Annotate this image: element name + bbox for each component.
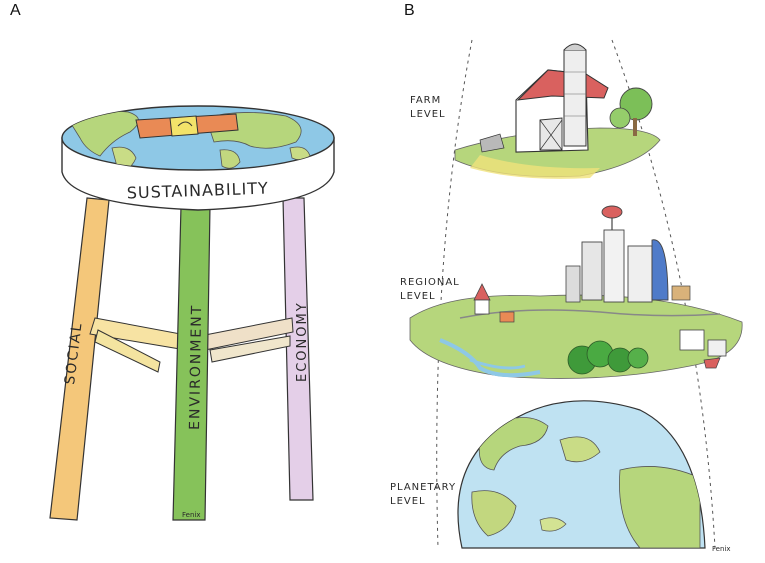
cone-line-left	[436, 39, 473, 549]
stool-rail-back	[209, 335, 291, 363]
panel-a-signature: Fenix	[182, 511, 200, 519]
social-leg-label: SOCIAL	[62, 321, 86, 386]
planet-earth-icon	[457, 400, 706, 549]
environment-leg-label: ENVIRONMENT	[187, 304, 205, 430]
social-leg	[49, 197, 110, 521]
panel-b-label: B	[404, 2, 415, 19]
church-icon	[473, 283, 491, 301]
farm-level-scene	[454, 43, 661, 179]
tower-icon	[601, 205, 623, 219]
sustainability-stool: SUSTAINABILITY SOCIAL ENVIRONMENT ECONOM…	[49, 105, 335, 521]
silo-icon	[563, 49, 587, 147]
forest-icon	[567, 340, 649, 375]
economy-leg-label: ECONOMY	[295, 301, 310, 382]
seat-label: SUSTAINABILITY	[127, 179, 270, 203]
panel-a-label: A	[10, 2, 21, 19]
skyscraper-icon	[581, 241, 603, 301]
stool-rail-mid	[94, 329, 161, 373]
regional-level-scene	[409, 205, 743, 379]
panel-b-signature: Fenix	[712, 545, 730, 553]
